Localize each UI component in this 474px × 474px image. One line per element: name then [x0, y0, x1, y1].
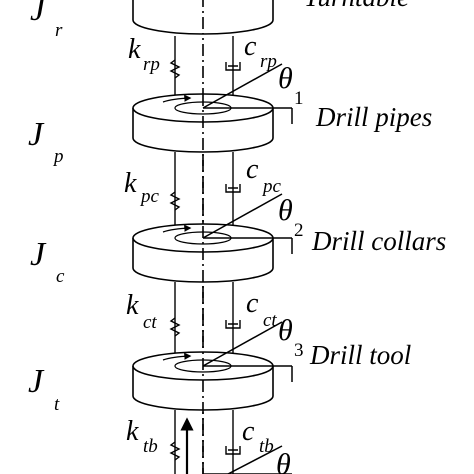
- svg-text:k: k: [128, 34, 141, 65]
- svg-text:c: c: [56, 266, 65, 287]
- label-turntable: Turntable: [304, 0, 409, 12]
- angle-label-3: θ 3: [278, 314, 304, 361]
- inertia-label-r: J r: [30, 0, 63, 41]
- damper-rp: [225, 62, 241, 71]
- damper-pc: [225, 184, 241, 193]
- angle-label-2: θ 2: [278, 194, 304, 241]
- stiffness-label-tb: k tb: [126, 416, 158, 457]
- label-drill-pipes: Drill pipes: [315, 102, 432, 132]
- svg-text:t: t: [54, 394, 60, 415]
- shaft-tb: [169, 410, 241, 474]
- svg-text:tb: tb: [143, 436, 158, 457]
- svg-text:k: k: [124, 168, 137, 199]
- svg-text:rp: rp: [143, 54, 160, 75]
- svg-text:θ: θ: [278, 314, 293, 347]
- angle-label-4: θ: [276, 448, 291, 474]
- angle-label-1: θ 1: [278, 62, 304, 109]
- inertia-label-t: J t: [28, 363, 60, 415]
- angle-ref-4: [203, 445, 292, 474]
- svg-text:J: J: [30, 236, 47, 273]
- label-drill-tool: Drill tool: [309, 340, 411, 370]
- shaft-ct: [169, 282, 241, 354]
- svg-text:c: c: [242, 416, 255, 447]
- shaft-rp: [169, 36, 241, 96]
- shaft-pc: [169, 152, 241, 226]
- svg-text:pc: pc: [261, 176, 282, 197]
- damping-label-ct: c ct: [246, 288, 277, 331]
- damper-tb: [225, 446, 241, 455]
- damping-label-tb: c tb: [242, 416, 274, 457]
- damping-label-rp: c rp: [244, 31, 277, 72]
- inertia-label-p: J p: [28, 116, 64, 167]
- label-drill-collars: Drill collars: [311, 226, 446, 256]
- svg-text:ct: ct: [263, 310, 277, 331]
- svg-text:J: J: [30, 0, 47, 28]
- svg-text:J: J: [28, 116, 45, 153]
- svg-text:rp: rp: [260, 51, 277, 72]
- stiffness-label-ct: k ct: [126, 290, 157, 333]
- stiffness-label-pc: k pc: [124, 168, 160, 207]
- spring-tb: [169, 441, 181, 461]
- svg-text:θ: θ: [278, 62, 293, 95]
- spring-pc: [169, 191, 181, 211]
- svg-text:3: 3: [294, 340, 304, 361]
- svg-text:θ: θ: [276, 448, 291, 474]
- angle-ref-1: [202, 63, 293, 124]
- svg-text:1: 1: [294, 88, 304, 109]
- svg-text:k: k: [126, 416, 139, 447]
- angle-ref-2: [202, 193, 293, 254]
- svg-text:c: c: [246, 288, 259, 319]
- svg-text:r: r: [55, 20, 63, 41]
- svg-text:k: k: [126, 290, 139, 321]
- svg-text:c: c: [244, 31, 257, 62]
- inertia-label-c: J c: [30, 236, 65, 287]
- stiffness-label-rp: k rp: [128, 34, 160, 75]
- damping-label-pc: c pc: [246, 154, 282, 197]
- svg-text:p: p: [52, 146, 64, 167]
- svg-text:2: 2: [294, 220, 304, 241]
- svg-text:pc: pc: [139, 186, 160, 207]
- svg-text:J: J: [28, 363, 45, 400]
- spring-ct: [169, 317, 181, 337]
- spring-rp: [169, 59, 181, 79]
- damper-ct: [225, 320, 241, 329]
- svg-text:c: c: [246, 154, 259, 185]
- turntable-disk: [132, 0, 274, 35]
- svg-text:θ: θ: [278, 194, 293, 227]
- angle-ref-3: [202, 321, 293, 382]
- svg-text:tb: tb: [259, 436, 274, 457]
- svg-text:ct: ct: [143, 312, 157, 333]
